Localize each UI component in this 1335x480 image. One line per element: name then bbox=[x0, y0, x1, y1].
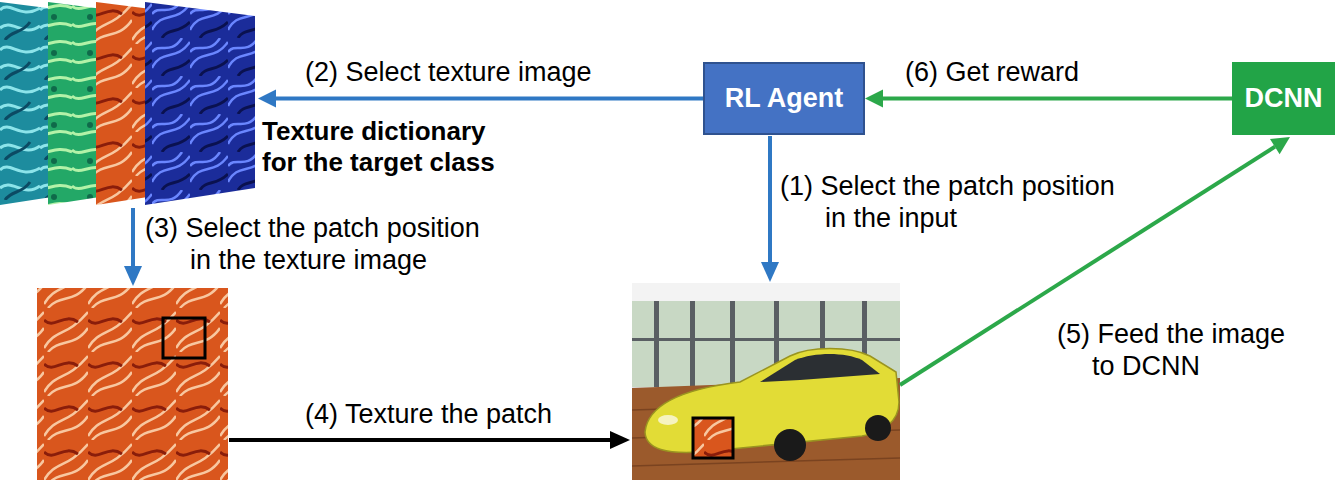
arrow-part bbox=[124, 266, 142, 286]
texture-image-selected bbox=[37, 288, 228, 480]
connector-line bbox=[883, 97, 1232, 101]
wheel bbox=[774, 429, 806, 461]
arrow-part bbox=[768, 136, 772, 263]
floor-planks-part bbox=[632, 458, 900, 466]
edge-label: (6) Get reward bbox=[905, 56, 1079, 88]
car-photo bbox=[632, 283, 900, 480]
dictionary-caption: Texture dictionary for the target class bbox=[262, 116, 502, 178]
arrow-head bbox=[865, 90, 883, 108]
step-label: (1) Select the patch position in the inp… bbox=[825, 170, 1130, 235]
arrow bbox=[229, 431, 630, 449]
arrow-part bbox=[610, 431, 630, 449]
photo-ground bbox=[632, 283, 900, 480]
arrow bbox=[761, 136, 779, 282]
arrow-head bbox=[258, 90, 276, 108]
arrow-part bbox=[1270, 137, 1290, 154]
window-frame-part bbox=[690, 301, 695, 387]
window-frame-part bbox=[730, 301, 735, 387]
step-label: (3) Select the patch position in the tex… bbox=[190, 212, 495, 277]
node-title: DCNN bbox=[1245, 82, 1323, 114]
node-title: RL Agent bbox=[725, 82, 844, 114]
connector-line bbox=[276, 97, 703, 101]
window-frame-part bbox=[632, 338, 900, 341]
texture-stack bbox=[0, 2, 255, 205]
arrow-part bbox=[131, 208, 135, 267]
connector bbox=[865, 90, 1232, 108]
car-body bbox=[645, 349, 899, 453]
headlight bbox=[658, 415, 678, 425]
arrow-part bbox=[761, 262, 779, 282]
agent-box: RL Agent bbox=[703, 62, 865, 135]
ceiling bbox=[632, 283, 900, 301]
patch-frame bbox=[163, 318, 205, 358]
step-label: (5) Feed the image to DCNN bbox=[1092, 318, 1297, 383]
edge-label: (2) Select texture image bbox=[305, 56, 592, 88]
texture-image bbox=[37, 288, 228, 480]
textured-patch bbox=[693, 418, 733, 458]
wheel bbox=[865, 415, 891, 441]
arrow bbox=[124, 208, 142, 286]
arrow-part bbox=[229, 438, 611, 442]
texture-image bbox=[145, 2, 255, 205]
dcnn-box: DCNN bbox=[1232, 62, 1335, 135]
car-window bbox=[760, 354, 880, 382]
window-frame-part bbox=[654, 301, 659, 387]
connector bbox=[258, 90, 703, 108]
step-label: (4) Texture the patch bbox=[305, 398, 635, 430]
texture-dictionary: Texture dictionary for the target class bbox=[0, 0, 258, 208]
